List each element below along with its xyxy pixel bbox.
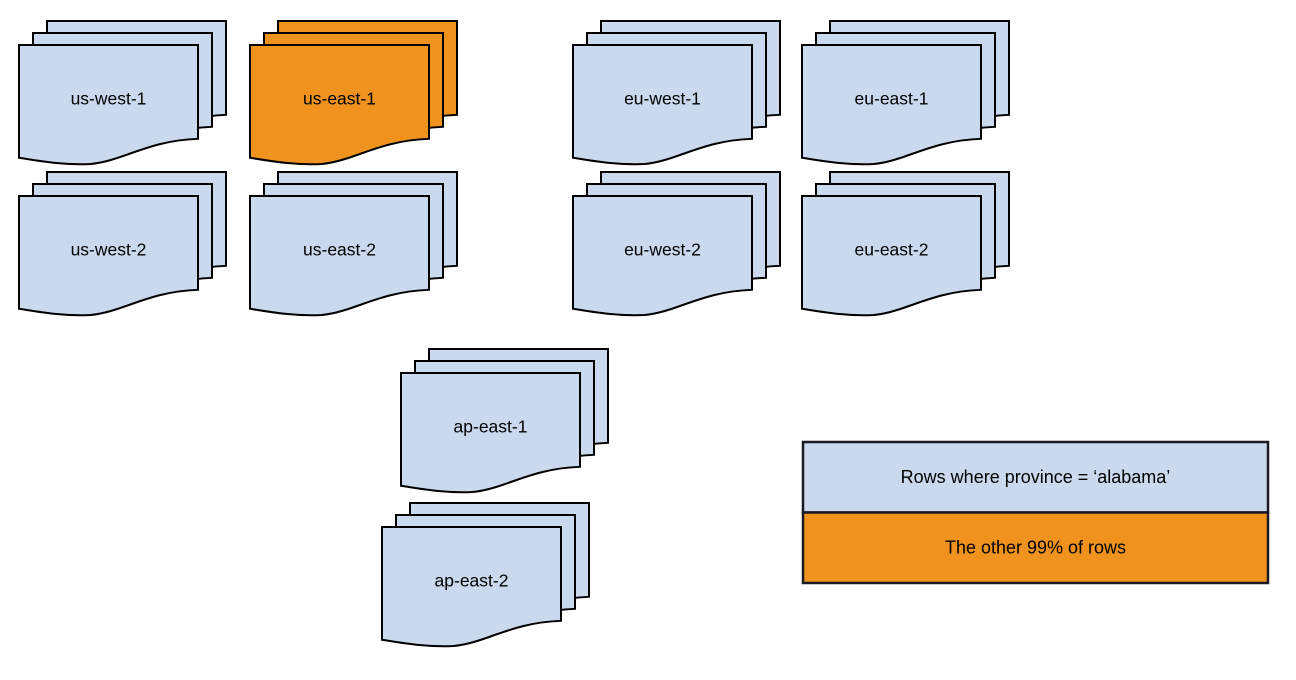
region-groups: us-west-1 us-east-1 eu-west-1 eu-east-1 us-w… <box>18 20 1010 648</box>
legend-label: The other 99% of rows <box>945 538 1126 558</box>
region-stack-ap-east-1[interactable]: ap-east-1 <box>400 348 609 494</box>
document-sheet-front <box>249 44 430 166</box>
region-stack-us-west-1[interactable]: us-west-1 <box>18 20 227 166</box>
region-stack-eu-east-2[interactable]: eu-east-2 <box>801 171 1010 317</box>
region-stack-us-east-1[interactable]: us-east-1 <box>249 20 458 166</box>
region-label: ap-east-2 <box>435 571 509 591</box>
region-label: us-west-1 <box>71 89 147 109</box>
region-label: ap-east-1 <box>454 417 528 437</box>
region-label: eu-west-1 <box>624 89 701 109</box>
region-label: us-east-1 <box>303 89 376 109</box>
legend-label: Rows where province = ‘alabama’ <box>901 467 1171 487</box>
region-stack-eu-west-1[interactable]: eu-west-1 <box>572 20 781 166</box>
legend: Rows where province = ‘alabama’ The other… <box>801 440 1270 585</box>
region-stack-eu-east-1[interactable]: eu-east-1 <box>801 20 1010 166</box>
region-label: eu-east-1 <box>855 89 929 109</box>
document-sheet-front <box>400 372 581 494</box>
region-label: us-east-2 <box>303 240 376 260</box>
region-stack-us-east-2[interactable]: us-east-2 <box>249 171 458 317</box>
document-sheet-front <box>572 44 753 166</box>
region-stack-ap-east-2[interactable]: ap-east-2 <box>381 502 590 648</box>
region-label: eu-east-2 <box>855 240 929 260</box>
region-stack-us-west-2[interactable]: us-west-2 <box>18 171 227 317</box>
document-sheet-front <box>249 195 430 317</box>
document-sheet-front <box>801 195 982 317</box>
document-sheet-front <box>381 526 562 648</box>
region-stack-eu-west-2[interactable]: eu-west-2 <box>572 171 781 317</box>
document-sheet-front <box>18 195 199 317</box>
legend-swatch-highlight <box>801 440 1270 514</box>
region-label: eu-west-2 <box>624 240 701 260</box>
document-sheet-front <box>801 44 982 166</box>
region-label: us-west-2 <box>71 240 147 260</box>
document-sheet-front <box>572 195 753 317</box>
document-sheet-front <box>18 44 199 166</box>
legend-swatch-other <box>801 511 1270 585</box>
